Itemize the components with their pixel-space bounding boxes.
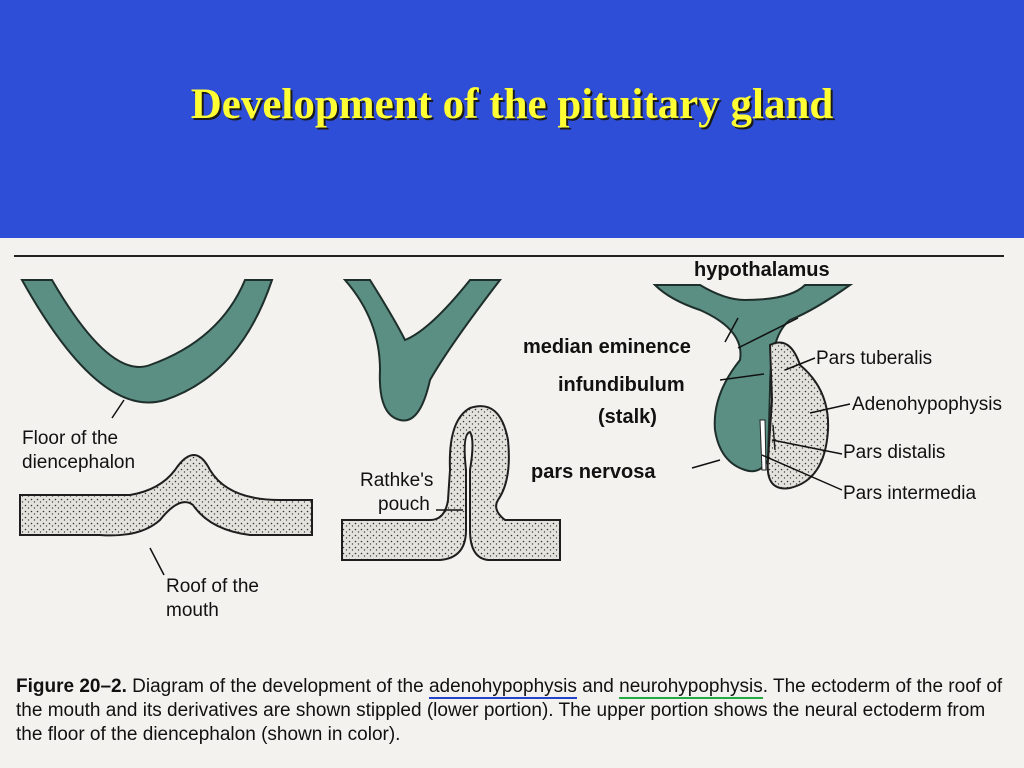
label-rathke-line1: Rathke's [360, 470, 434, 491]
slide-title: Development of the pituitary gland [190, 81, 834, 128]
caption-term-adenohypophysis: adenohypophysis [428, 676, 577, 699]
stage3-adenohypophysis [766, 341, 830, 490]
label-roof-line1: Roof of the [166, 576, 259, 597]
caption-text3: . The ectoderm of the roof of the mouth … [16, 676, 1003, 745]
stage2-neural-ectoderm [342, 279, 503, 422]
label-roof-line2: mouth [166, 600, 219, 621]
label-pars-nervosa: pars nervosa [531, 461, 656, 483]
pituitary-diagram [14, 255, 1004, 576]
label-floor-line2: diencephalon [22, 452, 136, 473]
label-hypothalamus: hypothalamus [694, 259, 830, 281]
label-infundibulum: infundibulum [558, 374, 685, 396]
figure-caption: Figure 20–2. Diagram of the development … [16, 675, 1011, 747]
figure-panel: Floor of the diencephalon Roof of the mo… [0, 238, 1024, 768]
caption-text2: and [582, 676, 614, 697]
stage2-rathke-pouch [341, 405, 561, 561]
label-pars-tuberalis: Pars tuberalis [816, 348, 933, 369]
caption-term-neurohypophysis: neurohypophysis [619, 676, 763, 699]
stage1-neural-ectoderm [20, 279, 274, 404]
label-pars-intermedia: Pars intermedia [843, 483, 977, 504]
label-stalk: (stalk) [598, 406, 657, 428]
label-pars-distalis: Pars distalis [843, 442, 946, 463]
label-floor-line1: Floor of the [22, 428, 119, 449]
label-adenohypophysis: Adenohypophysis [852, 394, 1002, 415]
label-median-eminence: median eminence [523, 336, 691, 358]
label-rathke-line2: pouch [378, 494, 430, 515]
caption-figure-number: Figure 20–2. [16, 676, 127, 697]
stage1-oral-ectoderm [19, 454, 313, 537]
slide-header: Development of the pituitary gland [0, 0, 1024, 238]
caption-text1: Diagram of the development of the [132, 676, 424, 697]
